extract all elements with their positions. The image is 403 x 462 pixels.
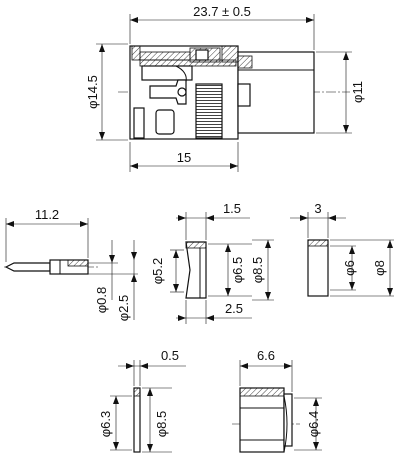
dim-sleeve-outer-diameter: φ8 <box>372 260 387 276</box>
center-contact <box>149 79 187 105</box>
washer-top-section <box>133 387 141 397</box>
dim-sleeve-width: 3 <box>314 201 321 216</box>
sleeve-profile <box>307 239 329 297</box>
dim-rear-diameter: φ11 <box>350 81 365 103</box>
insulator-top-section <box>185 241 207 249</box>
insulator-body <box>141 65 193 81</box>
dim-body-length: 15 <box>177 150 191 165</box>
dim-insulator-inner-diameter: φ5.2 <box>150 258 165 285</box>
coupling-ring-section <box>221 45 239 63</box>
inner-sleeve-section <box>139 59 237 67</box>
center-pin-detail: 11.2 φ0.8 φ2.5 <box>4 207 138 321</box>
dim-nut-diameter: φ6.4 <box>306 411 321 438</box>
sleeve-top-section <box>307 239 329 247</box>
washer-detail: 0.5 φ6.3 φ8.5 <box>98 348 186 453</box>
dim-washer-thickness: 0.5 <box>161 348 179 363</box>
ferrule-section <box>237 55 253 69</box>
dim-washer-outer-diameter: φ8.5 <box>154 411 169 438</box>
sleeve-detail: 3 φ6 φ8 <box>290 201 394 297</box>
dim-pin-small-diameter: φ0.8 <box>94 287 109 314</box>
dim-pin-length: 11.2 <box>35 207 59 222</box>
knurl-ribs <box>196 84 222 138</box>
pin-tip <box>4 262 51 272</box>
dim-insulator-mid-diameter: φ6.5 <box>230 257 245 284</box>
washer-profile <box>133 387 141 453</box>
dim-washer-inner-diameter: φ6.3 <box>98 411 113 438</box>
outer-shell-section <box>139 51 191 61</box>
pin-body-section <box>67 259 89 267</box>
nut-flange <box>283 393 293 447</box>
nut-chamfer <box>283 395 288 453</box>
dim-sleeve-inner-diameter: φ6 <box>342 260 357 276</box>
dim-pin-large-diameter: φ2.5 <box>116 295 131 322</box>
nut-top-section <box>239 387 285 397</box>
bayonet-slot <box>133 107 145 139</box>
clamp-nut-detail: 6.6 φ6.4 <box>232 348 322 453</box>
dim-overall-length: 23.7 ± 0.5 <box>193 4 251 19</box>
contact-crimp <box>177 87 187 97</box>
dim-insulator-bottom-width: 2.5 <box>225 301 243 316</box>
rear-nut <box>237 83 251 107</box>
insulator-profile <box>185 241 207 299</box>
dim-insulator-top-width: 1.5 <box>223 201 241 216</box>
dim-nut-length: 6.6 <box>257 348 275 363</box>
nut-profile <box>239 387 285 453</box>
dim-outer-diameter: φ14.5 <box>85 75 100 109</box>
dim-insulator-outer-diameter: φ8.5 <box>250 257 265 284</box>
insulator-detail: 1.5 φ5.2 φ6.5 φ8.5 2.5 <box>150 201 274 324</box>
front-ring-section <box>131 45 141 61</box>
connector-assembly: 23.7 ± 0.5 φ14.5 φ11 15 <box>85 4 365 172</box>
spring-slot <box>195 49 209 61</box>
lower-insulator <box>155 109 175 135</box>
